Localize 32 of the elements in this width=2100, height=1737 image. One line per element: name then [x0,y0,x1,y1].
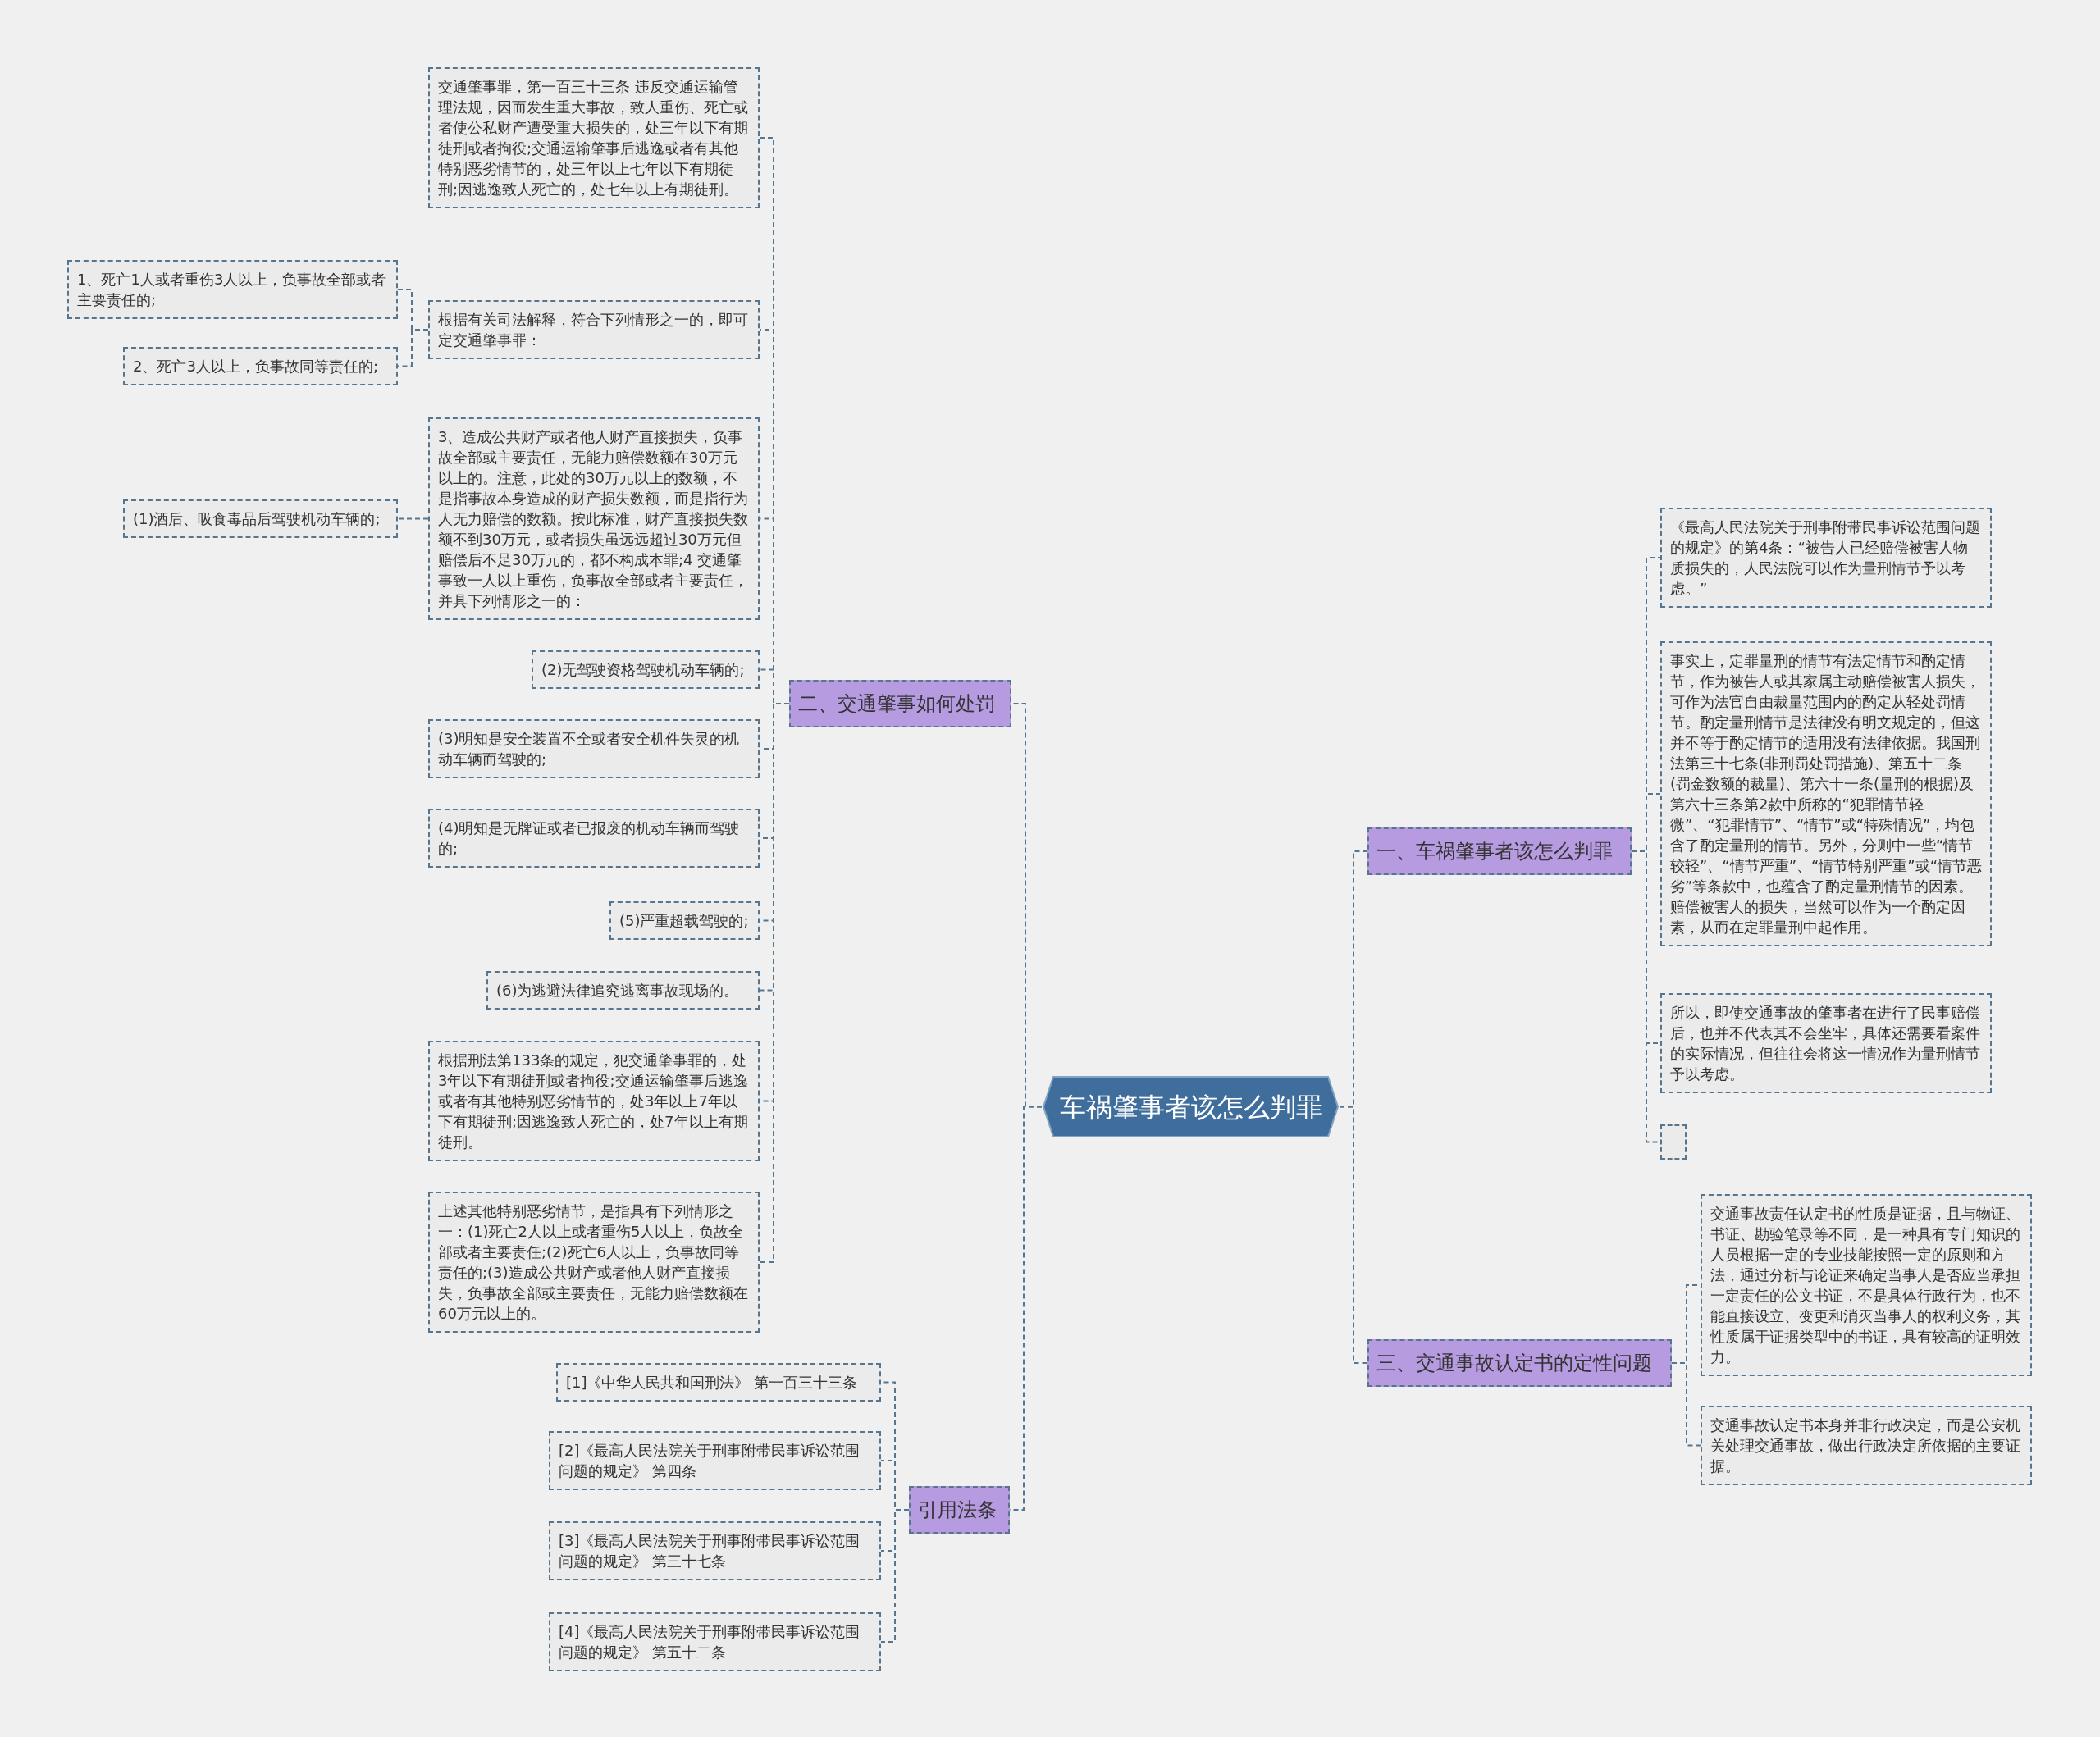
topic-box: 一、车祸肇事者该怎么判罪 [1367,827,1632,875]
text-box: (6)为逃避法律追究逃离事故现场的。 [486,971,760,1010]
text-box: (1)酒后、吸食毒品后驾驶机动车辆的; [123,499,398,538]
text-box: 交通事故认定书本身并非行政决定，而是公安机关处理交通事故，做出行政决定所依据的主要证据。 [1701,1406,2032,1485]
text-box: 1、死亡1人或者重伤3人以上，负事故全部或者主要责任的; [67,260,398,319]
text-box: 事实上，定罪量刑的情节有法定情节和酌定情节，作为被告人或其家属主动赔偿被害人损失，可作为法官自由裁量范围内的酌定从轻处罚情节。酌定量刑情节是法律没有明文规定的，但这并不等于酌定情节的适用没有法律依据。我国刑法第三十七条(非刑罚处罚措施)、第五十二条(罚金数额的裁量)、第六十一条(量刑的根据)及第六十三条第2款中所称的“犯罪情节轻微”、“犯罪情节”、“情节”或“特殊情况”，均包含了酌定量刑的情节。另外，分则中一些“情节较轻”、“情节严重”、“情节特别严重”或“情节恶劣”等条款中，也蕴含了酌定量刑情节的因素。赔偿被害人的损失，当然可以作为一个酌定因素，从而在定罪量刑中起作用。 [1660,641,1992,946]
connector-line [1339,1106,1368,1364]
topic-box: 三、交通事故认定书的定性问题 [1367,1339,1672,1387]
topic-box: 二、交通肇事如何处罚 [789,680,1011,727]
text-box: 交通事故责任认定书的性质是证据，且与物证、书证、勘验笔录等不同，是一种具有专门知识的人员根据一定的专业技能按照一定的原则和方法，通过分析与论证来确定当事人是否应当承担一定责任的公文书证，不是具体行政行为，也不能直接设立、变更和消灭当事人的权利义务，其性质属于证据类型中的书证，具有较高的证明效力。 [1701,1194,2032,1376]
text-box: 所以，即使交通事故的肇事者在进行了民事赔偿后，也并不代表其不会坐牢，具体还需要看案件的实际情况，但往往会将这一情况作为量刑情节予以考虑。 [1660,993,1992,1093]
text-box: 交通肇事罪，第一百三十三条 违反交通运输管理法规，因而发生重大事故，致人重伤、死亡或者使公私财产遭受重大损失的，处三年以下有期徒刑或者拘役;交通运输肇事后逃逸或者有其他特别恶劣情节的，处三年以上七年以下有期徒刑;因逃逸致人死亡的，处七年以上有期徒刑。 [428,67,760,208]
empty-box [1660,1124,1687,1160]
text-box: [4]《最高人民法院关于刑事附带民事诉讼范围问题的规定》 第五十二条 [549,1612,881,1671]
text-box: 《最高人民法院关于刑事附带民事诉讼范围问题的规定》的第4条：“被告人已经赔偿被害人物质损失的，人民法院可以作为量刑情节予以考虑。” [1660,508,1992,608]
text-box: (4)明知是无牌证或者已报废的机动车辆而驾驶的; [428,809,760,868]
connector-line [397,517,429,520]
text-box: 根据有关司法解释，符合下列情形之一的，即可定交通肇事罪： [428,300,760,359]
text-box: [3]《最高人民法院关于刑事附带民事诉讼范围问题的规定》 第三十七条 [549,1521,881,1580]
text-box: 根据刑法第133条的规定，犯交通肇事罪的，处3年以下有期徒刑或者拘役;交通运输肇事后逃逸或者有其他特别恶劣情节的，处3年以上7年以下有期徒刑;因逃逸致人死亡的，处7年以上有期徒刑。 [428,1041,760,1161]
connector-line [1671,1362,1701,1447]
text-box: (2)无驾驶资格驾驶机动车辆的; [532,650,760,689]
root-topic-hexagon: 车祸肇事者该怎么判罪 [1042,1075,1340,1138]
topic-box: 引用法条 [909,1486,1010,1534]
text-box: 上述其他特别恶劣情节，是指具有下列情形之一：(1)死亡2人以上或者重伤5人以上，负故全部或者主要责任;(2)死亡6人以上，负事故同等责任的;(3)造成公共财产或者他人财产直接损失，负事故全部或主要责任，无能力赔偿数额在60万元以上的。 [428,1192,760,1333]
text-box: [2]《最高人民法院关于刑事附带民事诉讼范围问题的规定》 第四条 [549,1431,881,1490]
connector-line [880,1509,910,1643]
text-box: (3)明知是安全装置不全或者安全机件失灵的机动车辆而驾驶的; [428,719,760,778]
text-box: (5)严重超载驾驶的; [609,901,760,940]
text-box: 3、造成公共财产或者他人财产直接损失，负事故全部或主要责任，无能力赔偿数额在30万元以上的。注意，此处的30万元以上的数额，不是指事故本身造成的财产损失数额，而是指行为人无力赔偿的数额。按此标准，财产直接损失数额不到30万元，或者损失虽远远超过30万元但赔偿后不足30万元的，都不构成本罪;4 交通肇事致一人以上重伤，负事故全部或者主要责任，并具下列情形之一的： [428,417,760,620]
text-box: 2、死亡3人以上，负事故同等责任的; [123,347,398,385]
text-box: [1]《中华人民共和国刑法》 第一百三十三条 [556,1363,881,1402]
